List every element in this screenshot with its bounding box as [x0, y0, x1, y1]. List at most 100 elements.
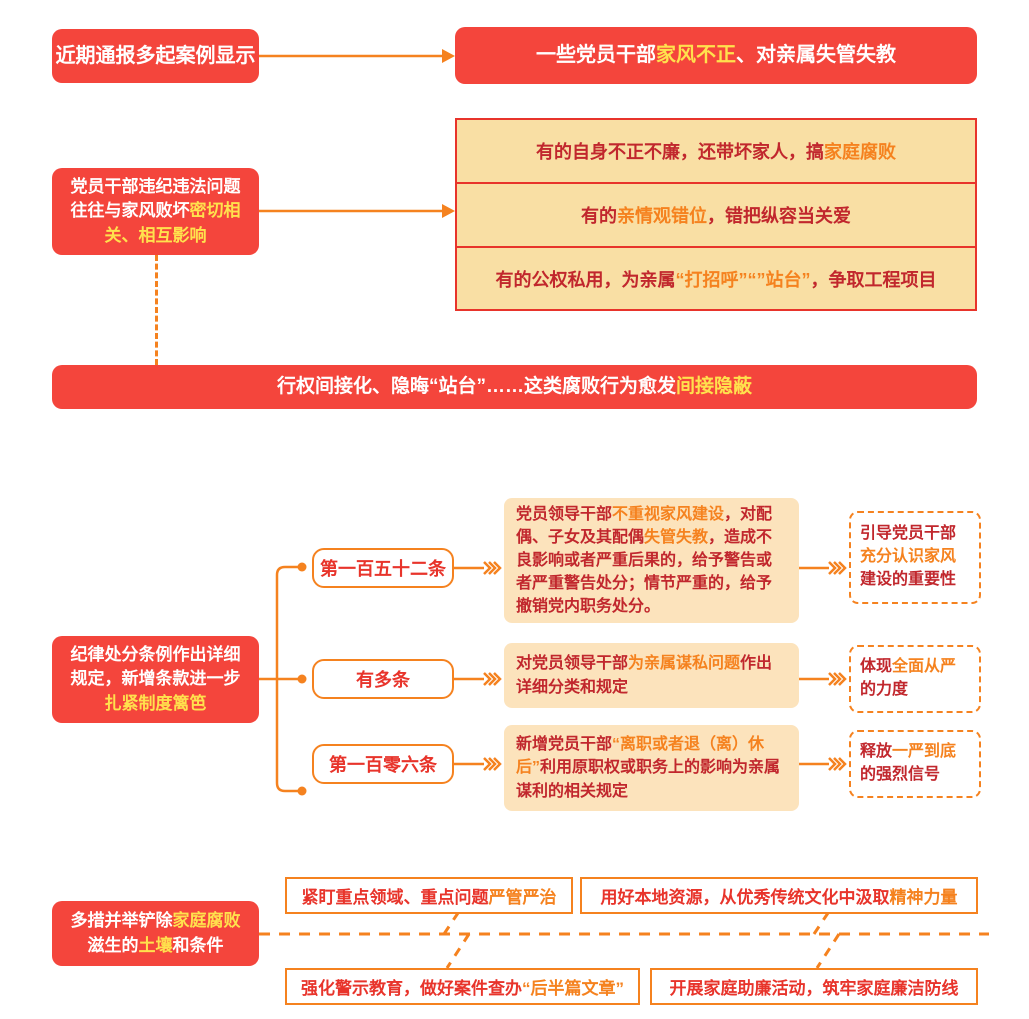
connector-pill-to-detail [454, 672, 502, 686]
measure-box: 开展家庭助廉活动，筑牢家庭廉洁防线 [650, 968, 978, 1005]
source-label-card: 近期通报多起案例显示 [52, 29, 259, 83]
cream-row: 有的自身不正不廉，还带坏家人，搞家庭腐败 [455, 118, 977, 184]
indirect-corruption-pre: 行权间接化、隐晦“站台”……这类腐败行为愈发 [276, 375, 676, 397]
detail-p2: ，对配偶、子女及其配偶 [516, 505, 773, 546]
detail-p2: 利用原职权或职务上的影响为亲属谋利的相关规定 [516, 759, 781, 800]
detail-p2: 作出详细分类和规定 [516, 655, 773, 696]
indirect-corruption-text: 行权间接化、隐晦“站台”……这类腐败行为愈发间接隐蔽 [277, 374, 752, 401]
outcome-p1: 释放 [860, 743, 893, 761]
article-detail: 新增党员干部“离职或者退（离）休后”利用原职权或职务上的影响为亲属谋利的相关规定 [504, 725, 799, 811]
cream-row: 有的公权私用，为亲属“打招呼”“”站台”，争取工程项目 [455, 248, 977, 311]
connector-detail-to-outcome [799, 672, 847, 686]
outcome-box: 引导党员干部充分认识家风建设的重要性 [849, 511, 981, 604]
cause-card-line2-pre: 往往与家风败坏 [70, 201, 190, 221]
regulation-card: 纪律处分条例作出详细 规定，新增条款进一步 扎紧制度篱笆 [52, 636, 259, 723]
cause-card-line2: 往往与家风败坏密切相 [71, 199, 241, 223]
measure-box: 用好本地资源，从优秀传统文化中汲取精神力量 [580, 877, 978, 914]
detail-p1: 党员领导干部 [516, 505, 613, 523]
cream-rows-group: 有的自身不正不廉，还带坏家人，搞家庭腐败 有的亲情观错位，错把纵容当关爱 有的公… [455, 118, 977, 311]
measures-card-line1-highlight: 家庭腐败 [172, 911, 241, 931]
article-pill[interactable]: 有多条 [312, 659, 454, 699]
measure-text: 开展家庭助廉活动，筑牢家庭廉洁防线 [670, 974, 959, 999]
outcome-p2: 的力度 [860, 681, 909, 698]
measure-text: 紧盯重点领域、重点问题严管严治 [302, 883, 557, 908]
measure-p1: 开展家庭助廉活动，筑牢家庭廉洁防线 [669, 979, 959, 998]
cream-row-p2: ，争取工程项目 [810, 269, 937, 290]
outcome-p2: 建设的重要性 [860, 570, 957, 588]
article-detail-text: 新增党员干部“离职或者退（离）休后”利用原职权或职务上的影响为亲属谋利的相关规定 [516, 733, 787, 802]
cream-row-text: 有的自身不正不廉，还带坏家人，搞家庭腐败 [536, 138, 896, 164]
outcome-h1: 充分认识家风 [860, 548, 957, 566]
outcome-text: 引导党员干部充分认识家风建设的重要性 [860, 523, 970, 591]
cream-row-text: 有的亲情观错位，错把纵容当关爱 [581, 202, 851, 228]
measures-card-line1: 多措并举铲除家庭腐败 [71, 909, 241, 933]
measure-text: 用好本地资源，从优秀传统文化中汲取精神力量 [601, 883, 958, 908]
measures-card-line1-pre: 多措并举铲除 [70, 911, 173, 931]
measures-card-line2-pre: 滋生的 [87, 935, 139, 955]
outcome-h1: 一严到底 [892, 743, 957, 761]
article-pill[interactable]: 第一百五十二条 [312, 548, 454, 588]
article-pill-label: 第一百零六条 [329, 755, 437, 775]
headline-pre: 一些党员干部 [536, 44, 656, 67]
measure-p1: 强化警示教育，做好案件查办 [301, 979, 522, 998]
measures-card-line2: 滋生的土壤和条件 [88, 934, 224, 958]
cream-row-h1: “打招呼”“”站台” [675, 269, 811, 290]
outcome-text: 体现全面从严的力度 [860, 656, 970, 701]
connector-measures-tree [259, 900, 989, 969]
article-detail-text: 对党员领导干部为亲属谋私问题作出详细分类和规定 [516, 652, 787, 698]
article-pill[interactable]: 第一百零六条 [312, 744, 454, 784]
source-label-text: 近期通报多起案例显示 [55, 44, 256, 67]
headline-text: 一些党员干部家风不正、对亲属失管失教 [536, 41, 896, 69]
cause-card-line3-highlight: 关、相互影响 [104, 225, 207, 245]
measure-box: 紧盯重点领域、重点问题严管严治 [285, 877, 573, 914]
connector-pill-to-detail [454, 757, 502, 771]
article-pill-label: 有多条 [356, 670, 410, 690]
regulation-card-line1: 纪律处分条例作出详细 [70, 645, 241, 665]
outcome-p2: 的强烈信号 [860, 766, 941, 783]
article-detail: 对党员领导干部为亲属谋私问题作出详细分类和规定 [504, 643, 799, 708]
measure-p1: 紧盯重点领域、重点问题 [301, 888, 489, 907]
cream-row-h1: 家庭腐败 [824, 142, 896, 162]
cream-row: 有的亲情观错位，错把纵容当关爱 [455, 184, 977, 248]
article-pill-label: 第一百五十二条 [320, 559, 446, 579]
measures-card-line2-post: 和条件 [172, 935, 224, 955]
outcome-box: 体现全面从严的力度 [849, 645, 981, 713]
measure-h1: 精神力量 [889, 888, 958, 907]
cause-card-line2-highlight: 密切相 [189, 201, 241, 221]
indirect-corruption-banner: 行权间接化、隐晦“站台”……这类腐败行为愈发间接隐蔽 [52, 365, 977, 409]
measure-box: 强化警示教育，做好案件查办“后半篇文章” [285, 968, 640, 1005]
outcome-p1: 引导党员干部 [860, 525, 957, 543]
connector-cause-to-banner [155, 255, 158, 365]
detail-p1: 对党员领导干部 [516, 655, 629, 673]
measures-card-line2-highlight: 土壤 [138, 935, 173, 955]
connector-source-to-headline [259, 49, 455, 63]
measure-h1: 严管严治 [488, 888, 557, 907]
detail-p1: 新增党员干部 [516, 736, 613, 754]
regulation-card-line2: 规定，新增条款进一步 [70, 669, 241, 689]
measure-h1: “后半篇文章” [522, 979, 624, 998]
connector-cause-to-rows [259, 204, 455, 218]
cream-row-p2: ，错把纵容当关爱 [707, 206, 851, 226]
cause-card: 党员干部违纪违法问题 往往与家风败坏密切相 关、相互影响 [52, 168, 259, 255]
measure-text: 强化警示教育，做好案件查办“后半篇文章” [301, 974, 624, 999]
detail-p3: ，造成不良影响或者严重后果的，给予警告或者严重警告处分；情节严重的，给予撤销党内… [516, 528, 773, 616]
regulation-card-line3-highlight: 扎紧制度篱笆 [104, 693, 207, 713]
measure-p1: 用好本地资源，从优秀传统文化中汲取 [600, 888, 890, 907]
cause-card-line1: 党员干部违纪违法问题 [70, 177, 241, 197]
detail-h1: 为亲属谋私问题 [628, 655, 741, 673]
connector-detail-to-outcome [799, 561, 847, 575]
article-detail-text: 党员领导干部不重视家风建设，对配偶、子女及其配偶失管失教，造成不良影响或者严重后… [516, 503, 787, 618]
article-detail: 党员领导干部不重视家风建设，对配偶、子女及其配偶失管失教，造成不良影响或者严重后… [504, 498, 799, 623]
headline-post: 、对亲属失管失教 [736, 44, 896, 67]
indirect-corruption-highlight: 间接隐蔽 [676, 375, 753, 397]
outcome-h1: 全面从严 [892, 658, 957, 676]
headline-banner: 一些党员干部家风不正、对亲属失管失教 [455, 27, 977, 84]
outcome-box: 释放一严到底的强烈信号 [849, 730, 981, 798]
cream-row-h1: 亲情观错位 [617, 206, 707, 226]
measures-card: 多措并举铲除家庭腐败 滋生的土壤和条件 [52, 901, 259, 966]
headline-highlight: 家风不正 [656, 44, 736, 67]
cream-row-p1: 有的公权私用，为亲属 [495, 269, 676, 290]
detail-h1: 不重视家风建设 [612, 505, 725, 523]
cream-row-p1: 有的自身不正不廉，还带坏家人，搞 [536, 142, 824, 162]
outcome-p1: 体现 [860, 658, 893, 676]
